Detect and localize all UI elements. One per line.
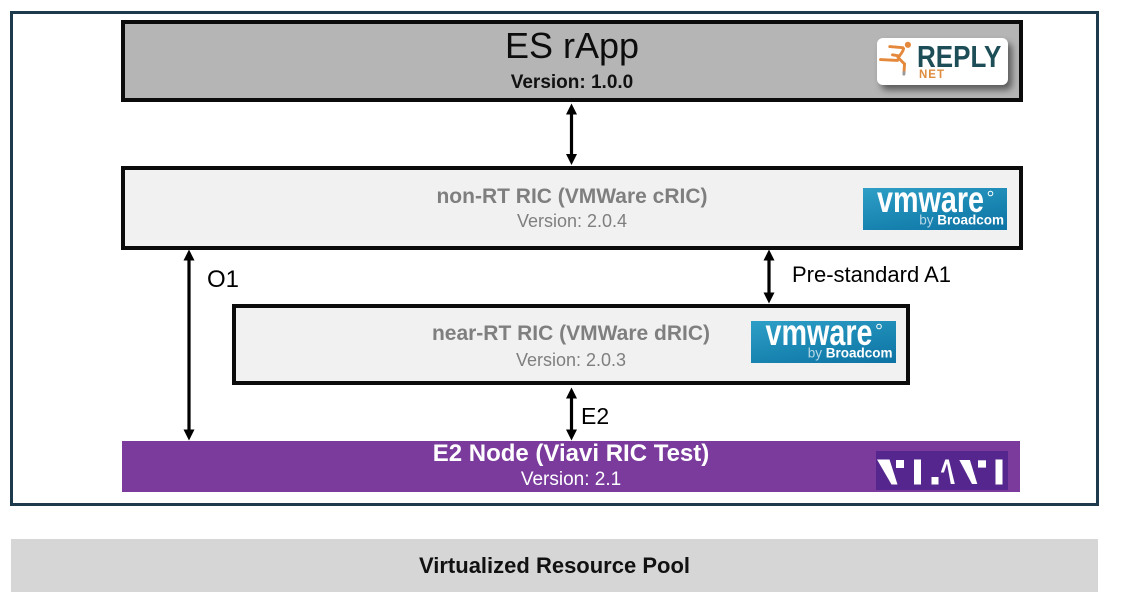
svg-text:vmware: vmware bbox=[766, 321, 873, 354]
svg-text:by Broadcom: by Broadcom bbox=[808, 346, 893, 361]
svg-text:vmware: vmware bbox=[877, 188, 984, 221]
svg-text:by Broadcom: by Broadcom bbox=[919, 213, 1004, 228]
